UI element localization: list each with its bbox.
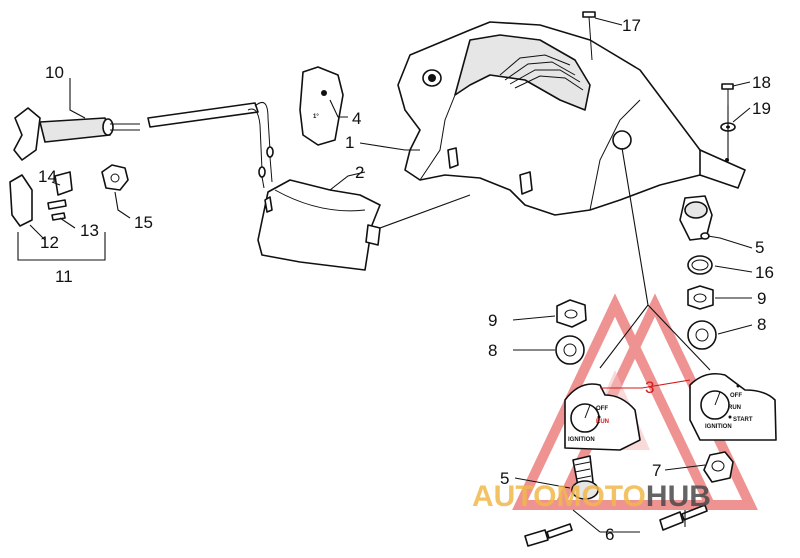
ignition-switch-right bbox=[679, 195, 713, 241]
callout-10: 10 bbox=[45, 63, 64, 82]
plate-right-run: RUN bbox=[728, 405, 741, 411]
ignition-switch-right-7 bbox=[703, 451, 734, 483]
plate-right-ignition: IGNITION bbox=[705, 424, 732, 430]
throttle-lever-assembly bbox=[13, 102, 274, 189]
svg-text:1°: 1° bbox=[313, 114, 319, 120]
screw-18 bbox=[721, 83, 734, 105]
label-plate-right: IGNITION OFF RUN START bbox=[689, 372, 777, 441]
plate-right-off: OFF bbox=[730, 393, 742, 399]
callout-3: 3 bbox=[645, 378, 654, 397]
callout-5-left: 5 bbox=[500, 469, 509, 488]
callout-6: 6 bbox=[605, 525, 614, 544]
plate-left-ignition: IGNITION bbox=[568, 437, 595, 443]
watermark-moto: MOTO bbox=[556, 480, 645, 513]
callout-1: 1 bbox=[345, 133, 354, 152]
plate-left-off: OFF bbox=[596, 406, 608, 412]
key-right bbox=[659, 504, 708, 531]
callout-11: 11 bbox=[55, 267, 73, 286]
lower-cover bbox=[257, 179, 471, 271]
console-housing bbox=[397, 21, 746, 216]
plate-right-start: START bbox=[733, 417, 753, 423]
callout-8-right: 8 bbox=[757, 315, 766, 334]
callout-5-right: 5 bbox=[755, 238, 764, 257]
screw-17 bbox=[582, 11, 596, 61]
callout-9-left: 9 bbox=[488, 311, 497, 330]
callout-4: 4 bbox=[352, 109, 361, 128]
bezel-16 bbox=[687, 255, 713, 275]
callout-19: 19 bbox=[752, 99, 771, 118]
callout-7: 7 bbox=[652, 461, 661, 480]
nut-9-left bbox=[556, 299, 587, 328]
callout-18: 18 bbox=[752, 73, 771, 92]
svg-text:AUTOMOTOHUB: AUTOMOTOHUB bbox=[472, 480, 711, 513]
plate-left-run: RUN bbox=[596, 419, 609, 425]
watermark-text: AUTOMOTOHUB bbox=[472, 480, 711, 513]
lock-washer-8-left bbox=[555, 335, 585, 365]
lock-washer-8-right bbox=[687, 320, 717, 350]
callout-9-right: 9 bbox=[757, 289, 766, 308]
callout-12: 12 bbox=[40, 233, 59, 252]
callout-2: 2 bbox=[355, 163, 364, 182]
lever-kit-11 bbox=[9, 171, 106, 261]
ignition-switch-left-5 bbox=[571, 455, 599, 500]
callout-13: 13 bbox=[80, 221, 99, 240]
callout-17: 17 bbox=[622, 16, 641, 35]
nut-15 bbox=[101, 164, 129, 191]
callout-14: 14 bbox=[38, 167, 57, 186]
callout-8-left: 8 bbox=[488, 341, 497, 360]
mounting-plate-4: 1° bbox=[299, 66, 344, 146]
callout-15: 15 bbox=[134, 213, 153, 232]
watermark-hub: HUB bbox=[646, 480, 711, 513]
watermark-auto: AUTO bbox=[472, 480, 556, 513]
label-plate-left: IGNITION OFF RUN bbox=[564, 383, 641, 451]
callout-16: 16 bbox=[755, 263, 774, 282]
key-left bbox=[524, 523, 573, 547]
nut-9-right bbox=[687, 285, 714, 310]
